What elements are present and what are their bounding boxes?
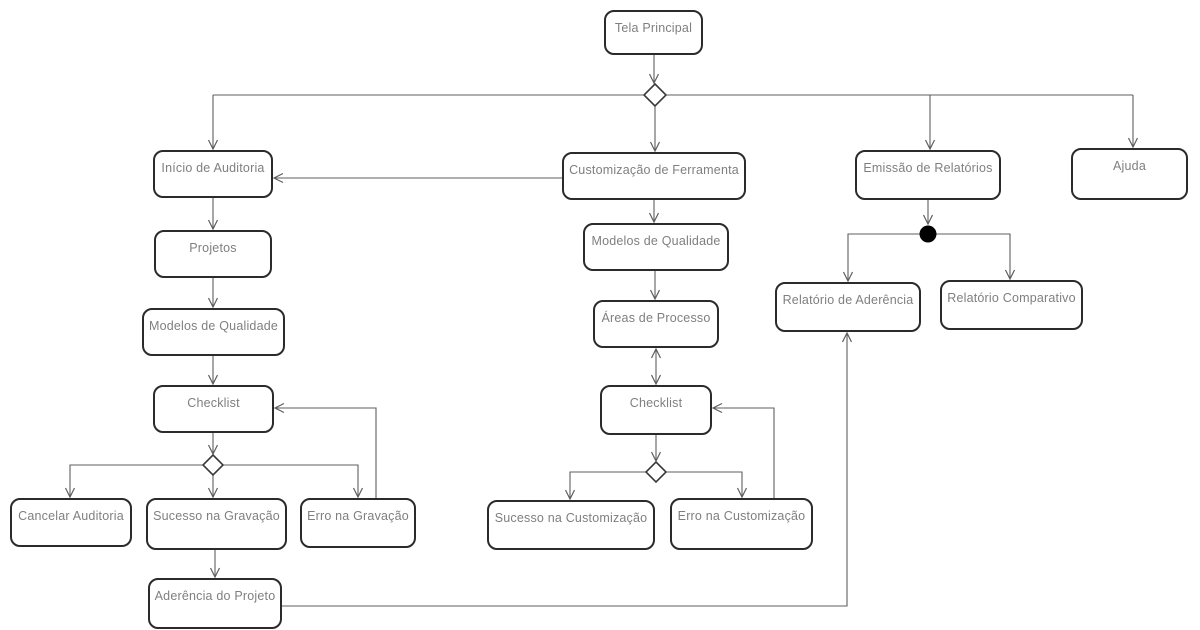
node-customizacao-ferramenta: Customização de Ferramenta — [562, 152, 746, 200]
edge-erro-gravacao-to-checklist — [275, 407, 377, 498]
node-projetos: Projetos — [154, 230, 272, 278]
node-label-erro-gravacao: Erro na Gravação — [307, 509, 409, 523]
node-inicio-auditoria: Início de Auditoria — [153, 150, 273, 198]
node-label-checklist-customizacao: Checklist — [629, 396, 683, 410]
arrowhead-icon-decision-to-customizacao — [649, 141, 661, 153]
node-label-aderencia-projeto: Aderência do Projeto — [154, 589, 276, 603]
node-label-customizacao-ferramenta: Customização de Ferramenta — [569, 163, 739, 177]
node-label-inicio-auditoria: Início de Auditoria — [161, 161, 265, 175]
edge-fork-to-relatorio-comparativo — [928, 233, 1011, 279]
node-label-tela-principal: Tela Principal — [614, 21, 693, 35]
node-label-emissao-relatorios: Emissão de Relatórios — [863, 161, 993, 175]
arrowhead-icon-decision-to-erro-gravacao — [352, 487, 364, 499]
arrowhead-icon-decision-to-sucesso-gravacao — [207, 487, 219, 499]
arrowhead-icon-tela-to-decision — [648, 73, 660, 85]
node-label-modelos-qualidade-auditoria: Modelos de Qualidade — [148, 319, 279, 333]
arrowhead-icon-erro-customizacao-to-checklist — [711, 402, 723, 414]
decision-diamond-icon-decision-gravacao — [201, 453, 225, 477]
node-label-sucesso-customizacao: Sucesso na Customização — [494, 511, 648, 525]
arrowhead-icon-trunk-to-ajuda — [1127, 137, 1139, 149]
node-checklist-customizacao: Checklist — [600, 385, 712, 435]
arrowhead-icon-projetos-to-modelos — [207, 297, 219, 309]
edge-erro-customizacao-to-checklist — [713, 407, 775, 498]
node-label-relatorio-comparativo: Relatório Comparativo — [947, 291, 1076, 305]
node-label-checklist-auditoria: Checklist — [187, 396, 240, 410]
edge-decision-to-cancelar — [69, 464, 203, 497]
node-areas-processo: Áreas de Processo — [593, 300, 719, 348]
arrowhead-icon-customizacao-to-inicio — [272, 172, 284, 184]
node-label-ajuda: Ajuda — [1113, 159, 1146, 173]
node-label-areas-processo: Áreas de Processo — [601, 311, 711, 325]
arrowhead-icon-fork-to-relatorio-aderencia — [842, 271, 854, 283]
edge-aderencia-to-relatorio-aderencia — [282, 333, 848, 607]
node-label-modelos-qualidade-customizacao: Modelos de Qualidade — [591, 234, 721, 248]
node-erro-gravacao: Erro na Gravação — [300, 498, 416, 548]
node-modelos-qualidade-customizacao: Modelos de Qualidade — [583, 223, 729, 271]
node-aderencia-projeto: Aderência do Projeto — [148, 578, 282, 629]
arrowhead-icon-sucesso-to-aderencia — [209, 567, 221, 579]
arrowhead-icon-fork-to-relatorio-comparativo — [1004, 269, 1016, 281]
arrowhead-icon-customizacao-to-modelos-mid — [648, 212, 660, 224]
node-label-sucesso-gravacao: Sucesso na Gravação — [153, 509, 280, 523]
node-sucesso-customizacao: Sucesso na Customização — [487, 500, 655, 550]
edge-decision-to-sucesso-customizacao — [569, 471, 646, 499]
node-label-erro-customizacao: Erro na Customização — [677, 509, 806, 523]
node-ajuda: Ajuda — [1071, 148, 1188, 200]
arrowhead-icon-modelos-to-checklist — [207, 374, 219, 386]
arrowhead-icon-modelos-mid-to-areas — [649, 289, 661, 301]
arrowhead-icon-trunk-to-inicio — [207, 139, 219, 151]
decision-diamond-icon-decision-principal — [642, 82, 668, 108]
arrowhead-icon-emissao-to-fork — [922, 214, 934, 226]
node-erro-customizacao: Erro na Customização — [670, 498, 813, 550]
arrowhead-icon-erro-gravacao-to-checklist — [273, 402, 285, 414]
arrowhead-icon-decision-to-erro-customizacao — [736, 487, 748, 499]
edge-decision-to-erro-customizacao — [666, 471, 743, 497]
decision-diamond-icon-decision-customizacao — [644, 460, 668, 484]
arrowhead-icon-aderencia-to-relatorio-aderencia — [841, 331, 853, 343]
arrowhead-icon-decision-to-cancelar — [64, 487, 76, 499]
arrowhead-icon-inicio-to-projetos — [207, 219, 219, 231]
node-cancelar-auditoria: Cancelar Auditoria — [10, 498, 132, 547]
node-emissao-relatorios: Emissão de Relatórios — [855, 150, 1001, 200]
arrowhead-icon-trunk-to-emissao — [924, 139, 936, 151]
node-tela-principal: Tela Principal — [604, 10, 703, 55]
node-checklist-auditoria: Checklist — [153, 385, 274, 433]
edge-fork-to-relatorio-aderencia — [847, 233, 928, 281]
fork-dot-icon-fork-relatorios — [919, 225, 937, 243]
arrowhead-icon-decision-to-sucesso-customizacao — [564, 489, 576, 501]
edge-decision-to-erro-gravacao — [223, 464, 359, 497]
arrowhead-icon-areas-checklist-bidirectional — [650, 374, 662, 386]
arrowhead-icon-areas-checklist-bidirectional-start — [650, 347, 662, 359]
node-relatorio-aderencia: Relatório de Aderência — [775, 282, 921, 332]
node-label-projetos: Projetos — [189, 241, 237, 255]
node-modelos-qualidade-auditoria: Modelos de Qualidade — [142, 308, 285, 356]
node-sucesso-gravacao: Sucesso na Gravação — [146, 498, 287, 550]
node-label-cancelar-auditoria: Cancelar Auditoria — [18, 509, 124, 523]
node-relatorio-comparativo: Relatório Comparativo — [940, 280, 1083, 330]
node-label-relatorio-aderencia: Relatório de Aderência — [782, 293, 914, 307]
